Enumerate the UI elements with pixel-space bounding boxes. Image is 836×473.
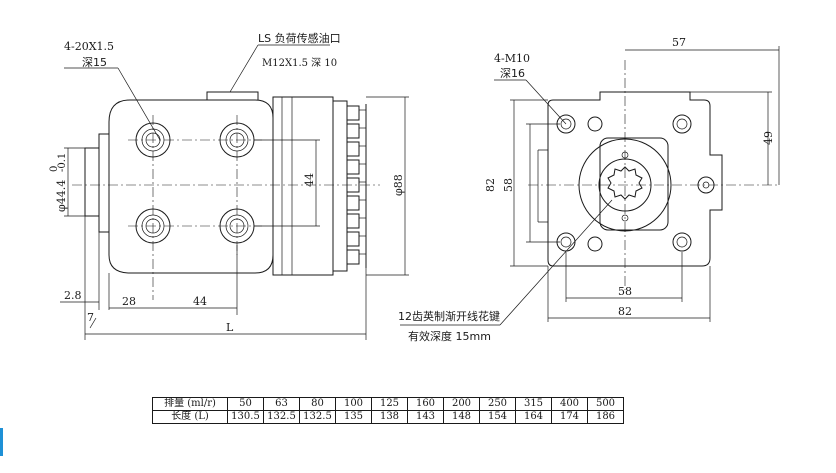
- front-view: [60, 44, 409, 340]
- table-cell: 160: [407, 397, 444, 411]
- side-depth-label: 深16: [500, 67, 525, 80]
- shaft-stub: [84, 147, 100, 217]
- table-cell: 186: [587, 410, 624, 424]
- table-cell: 164: [515, 410, 552, 424]
- end-bolts: [346, 104, 367, 268]
- dim-44-horizontal: 44: [193, 295, 207, 308]
- ls-port-thread-label: M12X1.5 深 10: [262, 57, 337, 69]
- table-cell: 100: [335, 397, 372, 411]
- mount-hole-tr: [672, 114, 692, 134]
- central-boss: [599, 137, 669, 231]
- shaft-collar: [98, 133, 110, 233]
- table-cell: 132.5: [299, 410, 336, 424]
- table-cell: 125: [371, 397, 408, 411]
- ls-port-label: LS 负荷传感油口: [258, 31, 341, 45]
- table-cell: 148: [443, 410, 480, 424]
- row-header-displacement: 排量 (ml/r): [152, 397, 228, 411]
- side-view: [400, 46, 780, 326]
- end-cap: [332, 100, 348, 272]
- dim-phi44-tol: -0.1: [57, 153, 68, 172]
- dim-phi44: φ44.4: [55, 180, 68, 212]
- table-cell: 138: [371, 410, 408, 424]
- dim-82-horizontal: 82: [618, 305, 632, 318]
- small-hole-1: [587, 116, 603, 132]
- table-cell: 315: [515, 397, 552, 411]
- table-cell: 63: [263, 397, 300, 411]
- table-cell: 143: [407, 410, 444, 424]
- table-cell: 132.5: [263, 410, 300, 424]
- edge-marker: [0, 428, 3, 456]
- table-cell: 50: [227, 397, 264, 411]
- table-cell: 130.5: [227, 410, 264, 424]
- table-row: 长度 (L) 130.5 132.5 132.5 135 138 143 148…: [152, 410, 624, 424]
- table-cell: 250: [479, 397, 516, 411]
- table-cell: 400: [551, 397, 588, 411]
- dim-28: 28: [122, 295, 136, 308]
- side-holes-label: 4-M10: [494, 52, 530, 65]
- spline-label: 12齿英制渐开线花键: [398, 309, 500, 323]
- front-holes-label: 4-20X1.5: [64, 40, 114, 53]
- mount-hole-br: [672, 232, 692, 252]
- dim-phi88: φ88: [392, 174, 405, 196]
- dim-57: 57: [672, 36, 686, 49]
- dim-2-8: 2.8: [64, 289, 82, 302]
- dim-82-vertical: 82: [484, 178, 497, 192]
- dim-44-vertical: 44: [303, 173, 316, 187]
- side-flange: [537, 149, 548, 223]
- table-row: 排量 (ml/r) 50 63 80 100 125 160 200 250 3…: [152, 397, 624, 411]
- ls-port-boss: [206, 91, 259, 100]
- dim-7: 7: [87, 311, 94, 324]
- spline-depth-label: 有效深度 15mm: [408, 329, 491, 343]
- table-cell: 154: [479, 410, 516, 424]
- table-cell: 174: [551, 410, 588, 424]
- spec-table: 排量 (ml/r) 50 63 80 100 125 160 200 250 3…: [152, 397, 624, 424]
- table-cell: 135: [335, 410, 372, 424]
- side-body: [547, 91, 723, 267]
- small-hole-2: [587, 236, 603, 252]
- row-header-length: 长度 (L): [152, 410, 228, 424]
- table-cell: 500: [587, 397, 624, 411]
- table-cell: 80: [299, 397, 336, 411]
- dim-58-vertical: 58: [502, 178, 515, 192]
- mounting-block: [108, 99, 274, 274]
- dim-L: L: [226, 321, 234, 334]
- table-cell: 200: [443, 397, 480, 411]
- dim-49: 49: [762, 131, 775, 145]
- dim-58-horizontal: 58: [618, 285, 632, 298]
- front-depth-label: 深15: [82, 56, 107, 69]
- dim-phi44-tol-top: 0: [49, 166, 60, 172]
